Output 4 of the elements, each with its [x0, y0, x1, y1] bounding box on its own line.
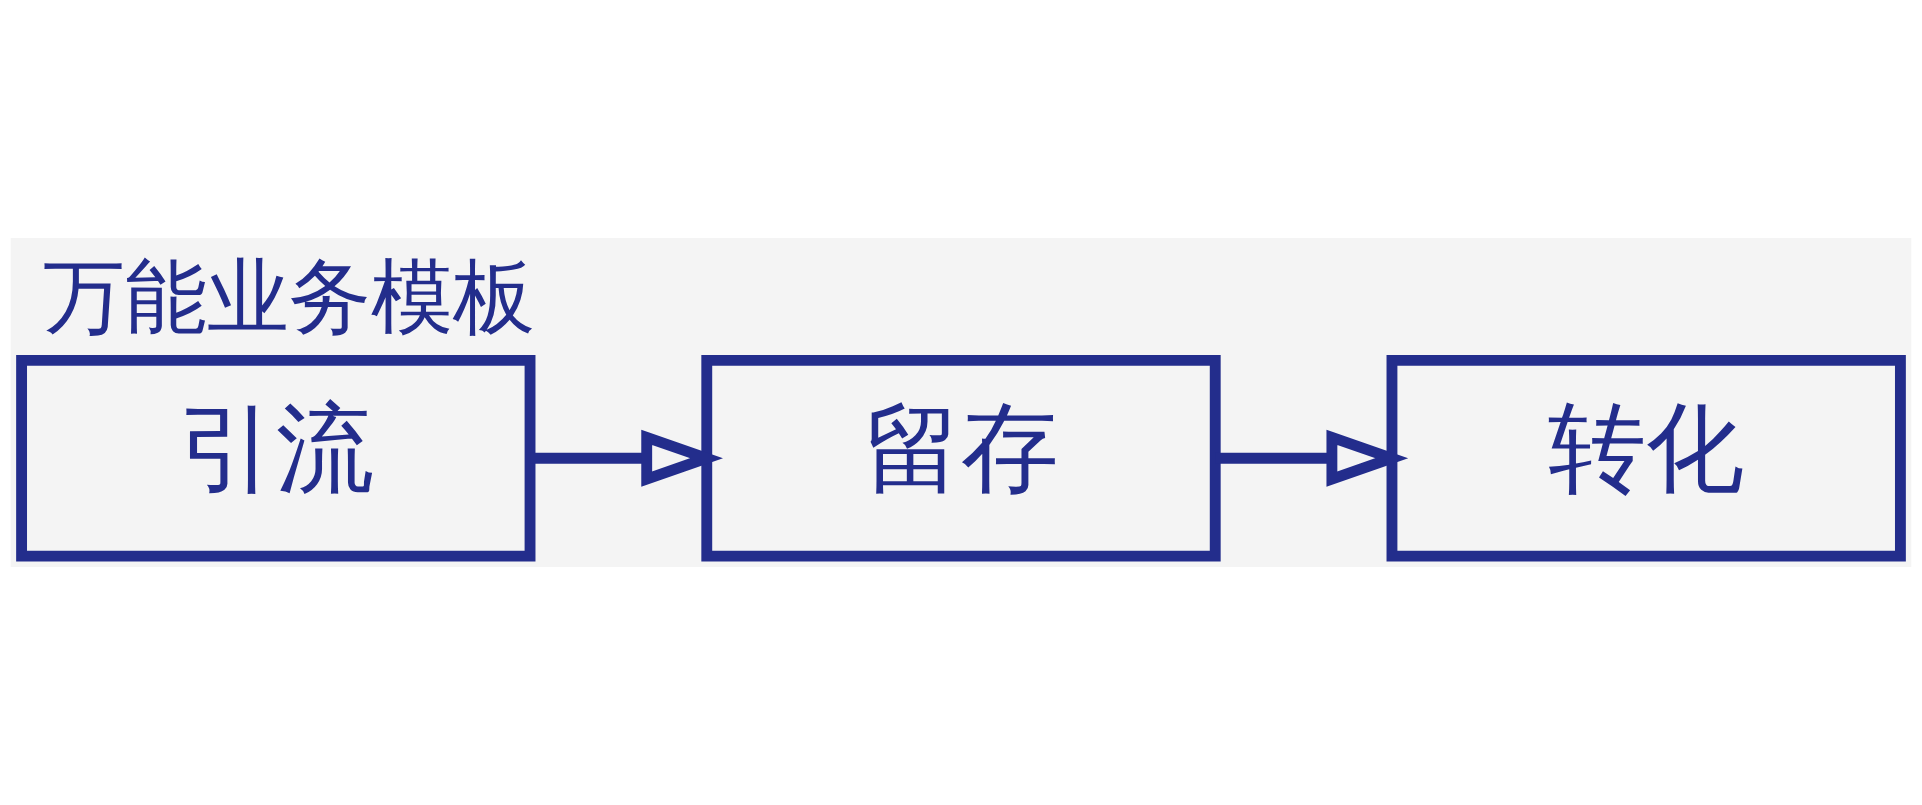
diagram-title: 万能业务模板 — [43, 249, 536, 345]
node-box: 转化 — [1386, 354, 1906, 562]
node-box: 引流 — [16, 354, 536, 562]
node-box: 留存 — [701, 354, 1221, 562]
